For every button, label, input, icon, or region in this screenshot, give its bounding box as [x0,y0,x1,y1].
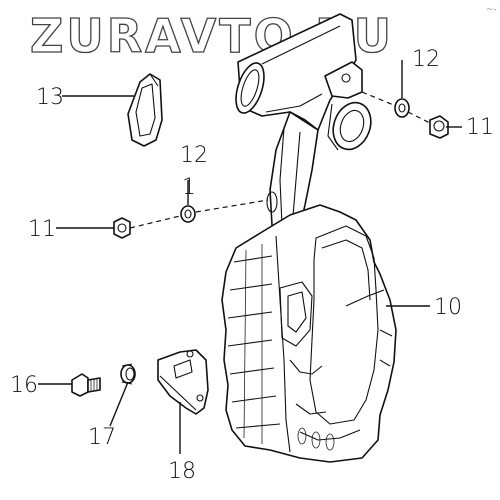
callout-11-left: 11 [28,217,56,242]
leader-dash-upper [361,91,433,125]
callout-12-left: 12 [180,143,208,168]
filler-neck-part [235,13,372,241]
washer-part-upper [394,98,410,118]
callout-17: 17 [88,425,116,450]
nut-part-left [113,217,131,239]
washer-part-left [180,205,196,223]
callout-12-upper: 12 [412,47,440,72]
callout-16: 16 [10,373,38,398]
leader-dash-left [129,199,269,229]
nut-part-upper [429,115,449,139]
callout-13: 13 [36,85,64,110]
grommet-part [120,363,136,385]
tank-body-part [221,204,397,463]
leader-17 [109,381,129,427]
bolt-part [71,373,101,397]
callout-1: 1 [182,175,196,200]
callout-18: 18 [168,459,196,484]
corner-mark: ~- [486,5,497,15]
callout-11-upper: 11 [466,115,494,140]
side-port-ring [327,101,372,151]
callout-10: 10 [434,295,462,320]
bracket-part [157,349,209,415]
cap-gasket-part [127,73,163,147]
